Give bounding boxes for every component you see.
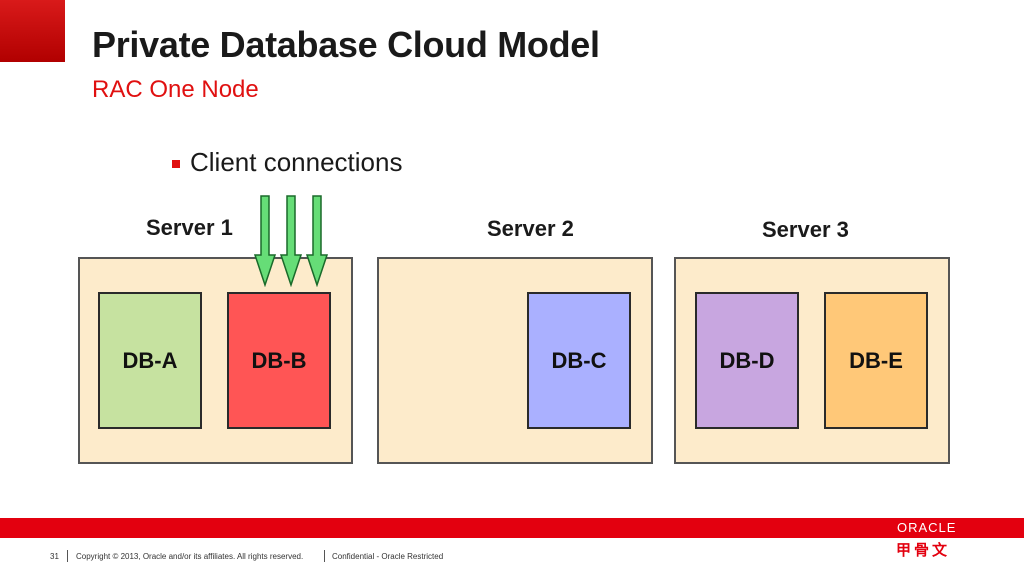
bullet-item: Client connections <box>172 147 402 178</box>
db-a-label: DB-A <box>122 347 178 373</box>
server-3-box: DB-D DB-E <box>674 257 950 464</box>
footer-bar <box>0 518 1024 538</box>
connection-arrow-icon <box>254 195 276 287</box>
footer-divider <box>324 550 325 562</box>
server-2-label: Server 2 <box>487 216 574 241</box>
db-c-label: DB-C <box>551 347 607 373</box>
bullet-text: Client connections <box>190 147 403 177</box>
oracle-logo: ORACLE <box>897 520 957 535</box>
bullet-marker-icon <box>172 159 180 168</box>
server-3-label: Server 3 <box>762 217 849 242</box>
footer-copyright: Copyright © 2013, Oracle and/or its affi… <box>76 552 304 561</box>
corner-accent-block <box>0 0 65 62</box>
footer-divider <box>67 550 68 562</box>
slide-title: Private Database Cloud Model <box>92 24 600 65</box>
db-b-box: DB-B <box>227 292 331 429</box>
server-1-label: Server 1 <box>146 215 233 240</box>
server-1-box: DB-A DB-B <box>78 257 353 464</box>
connection-arrow-icon <box>306 195 328 287</box>
connection-arrow-icon <box>280 195 302 287</box>
oracle-cn-logo: 甲骨文 <box>896 541 951 559</box>
db-e-box: DB-E <box>824 292 928 429</box>
server-2-box: DB-C <box>377 257 653 464</box>
footer-confidentiality: Confidential - Oracle Restricted <box>332 552 444 561</box>
db-d-label: DB-D <box>719 347 775 373</box>
page-number: 31 <box>50 552 59 561</box>
db-e-label: DB-E <box>849 347 903 373</box>
db-a-box: DB-A <box>98 292 202 429</box>
db-d-box: DB-D <box>695 292 799 429</box>
slide-subtitle: RAC One Node <box>92 76 259 103</box>
db-b-label: DB-B <box>251 347 307 373</box>
client-connection-arrows <box>254 195 330 287</box>
db-c-box: DB-C <box>527 292 631 429</box>
